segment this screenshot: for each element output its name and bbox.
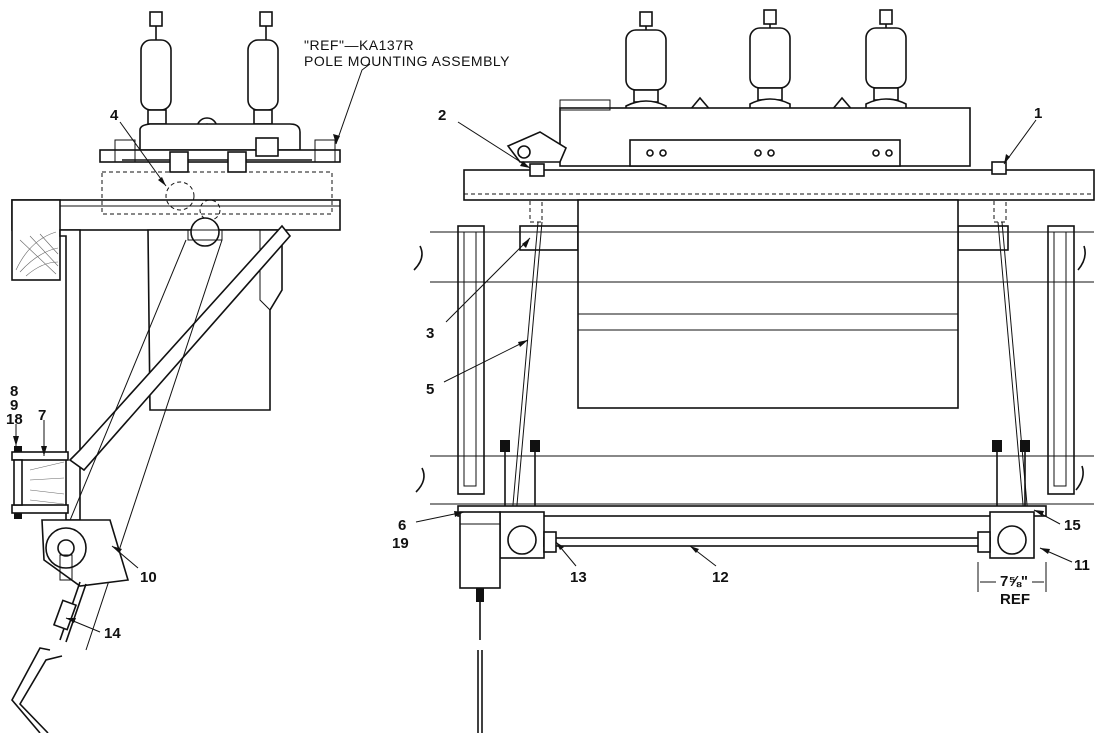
side-view [11,11,341,733]
callout-8: 8 [10,383,18,400]
callout-3: 3 [426,325,434,342]
callout-13: 13 [570,569,587,586]
bushing-left [140,11,172,125]
callout-2: 2 [438,107,446,124]
bushing-3 [865,9,907,113]
callout-19: 19 [392,535,409,552]
callout-7: 7 [38,407,46,424]
callout-15: 15 [1064,517,1081,534]
ref-note-line2: POLE MOUNTING ASSEMBLY [304,53,510,69]
callout-14: 14 [104,625,121,642]
callout-6: 6 [398,517,406,534]
dimension-ref: REF [1000,591,1030,608]
front-view [413,9,1095,733]
bushing-right [247,11,279,125]
callout-11: 11 [1074,557,1090,574]
callout-4: 4 [110,107,119,124]
bushing-1 [625,11,667,113]
callout-10: 10 [140,569,157,586]
callout-12: 12 [712,569,729,586]
dimension-value: 7⅝" [1000,573,1028,590]
callout-18: 18 [6,411,23,428]
callout-5: 5 [426,381,434,398]
callout-9: 9 [10,397,18,414]
leader-lines [13,63,1073,633]
callout-1: 1 [1034,105,1042,122]
labels: "REF"—KA137R POLE MOUNTING ASSEMBLY 4 2 … [6,37,1090,642]
ref-note-line1: "REF"—KA137R [304,37,414,53]
bushing-2 [749,9,791,113]
